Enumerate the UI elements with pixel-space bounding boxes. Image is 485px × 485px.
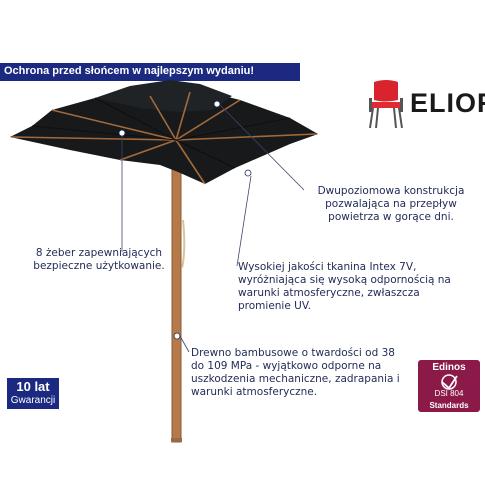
umbrella-pole <box>171 139 182 443</box>
certificate-standards: Standards <box>429 401 469 410</box>
leader-fabric <box>236 175 252 267</box>
certificate-check-icon <box>441 374 458 390</box>
leader-top <box>219 104 305 191</box>
promo-banner: Ochrona przed słońcem w najlepszym wydan… <box>0 63 300 79</box>
umbrella-rib <box>119 139 177 161</box>
brand-logo: ELIOR <box>366 78 485 133</box>
umbrella-rib <box>175 139 206 185</box>
callout-ribs: 8 żeber zapewniających bezpieczne użytko… <box>33 247 165 272</box>
warranty-label: Gwarancji <box>10 395 56 406</box>
certificate-name: Edinos <box>432 362 466 373</box>
umbrella-cord <box>181 219 186 269</box>
callout-dot-ribs <box>118 129 126 137</box>
umbrella-rib <box>51 109 177 141</box>
warranty-years: 10 lat <box>16 379 50 394</box>
umbrella-top-tier <box>95 80 232 112</box>
umbrella-canopy <box>10 86 318 184</box>
umbrella-rib <box>175 99 241 141</box>
callout-dot-pole <box>173 332 181 340</box>
warranty-badge: 10 lat Gwarancji <box>7 378 59 409</box>
umbrella-rib <box>11 136 177 141</box>
certificate-code: DSI 804 <box>434 389 464 398</box>
certificate-badge: Edinos DSI 804 Standards <box>418 360 480 412</box>
promo-banner-text: Ochrona przed słońcem w najlepszym wydan… <box>4 65 255 77</box>
leader-pole <box>179 335 190 353</box>
umbrella-rib <box>175 91 191 141</box>
callout-pole: Drewno bambusowe o twardości od 38 do 10… <box>191 347 400 398</box>
callout-double-tier: Dwupoziomowa konstrukcja pozwalająca na … <box>317 185 465 223</box>
callout-fabric: Wysokiej jakości tkanina Intex 7V, wyróż… <box>238 261 451 312</box>
callout-dot-fabric <box>244 169 252 177</box>
callout-dot-top <box>213 100 221 108</box>
chair-icon <box>369 80 403 129</box>
banner-underline <box>0 79 300 81</box>
umbrella-rib <box>175 133 317 141</box>
umbrella-rib <box>149 95 177 141</box>
pole-base <box>171 438 182 442</box>
brand-name: ELIOR <box>410 88 485 118</box>
